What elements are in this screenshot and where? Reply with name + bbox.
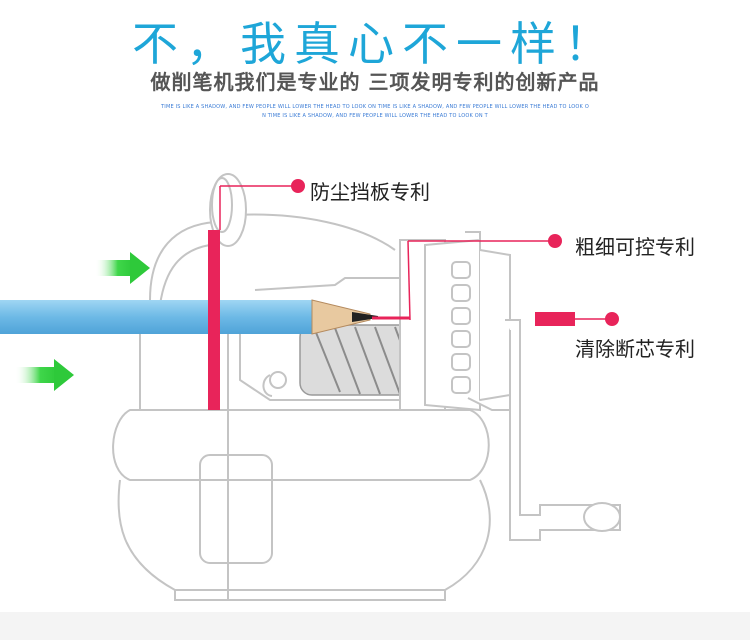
sharpener-body xyxy=(112,213,491,601)
subheadline: 做削笔机我们是专业的 三项发明专利的创新产品 xyxy=(150,70,600,94)
decorative-tagline-2: N TIME IS LIKE A SHADOW, AND FEW PEOPLE … xyxy=(262,113,488,119)
callout-thickness-control-patent: 粗细可控专利 xyxy=(575,235,695,259)
headline: 不，我真心不一样！ xyxy=(132,17,618,71)
callout-dust-cover-patent: 防尘挡板专利 xyxy=(310,180,430,204)
bottom-band xyxy=(0,612,750,640)
crank-assembly xyxy=(399,231,621,541)
pencil xyxy=(0,299,378,335)
arrow-right-icon xyxy=(95,252,150,284)
callout-leaders xyxy=(208,179,619,410)
clear-core-rod xyxy=(535,312,575,326)
callout-clear-broken-core-patent: 清除断芯专利 xyxy=(575,337,695,361)
dust-cover-flap xyxy=(209,173,247,247)
arrow-right-icon xyxy=(15,359,74,391)
decorative-tagline-1: TIME IS LIKE A SHADOW, AND FEW PEOPLE WI… xyxy=(161,104,589,110)
insert-arrow-icons xyxy=(15,252,150,391)
